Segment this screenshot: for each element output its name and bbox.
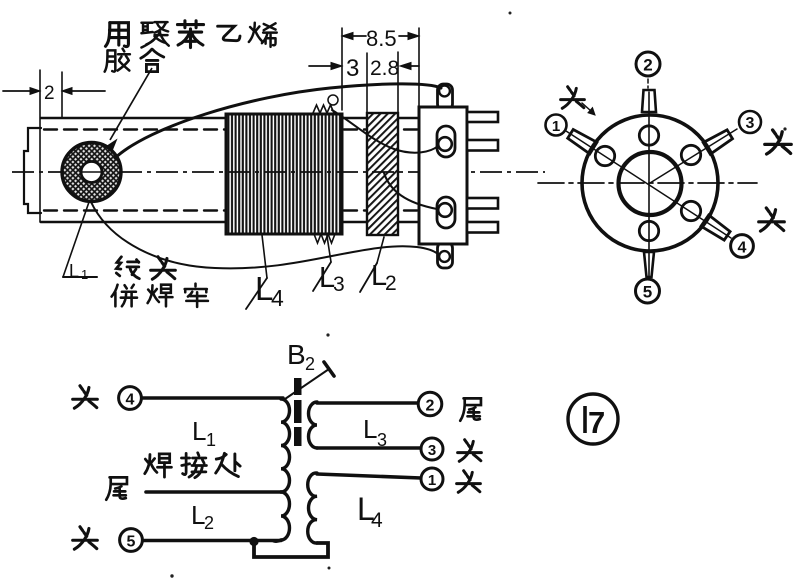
svg-text:L: L — [192, 416, 206, 446]
svg-text:L: L — [363, 414, 377, 444]
svg-text:B: B — [287, 339, 306, 370]
svg-text:4: 4 — [738, 240, 747, 257]
svg-text:L: L — [69, 261, 79, 281]
svg-text:3: 3 — [346, 55, 359, 82]
svg-text:L: L — [371, 260, 387, 292]
svg-text:3: 3 — [746, 115, 755, 132]
svg-text:3: 3 — [377, 430, 387, 450]
svg-text:2: 2 — [426, 398, 435, 415]
svg-text:7: 7 — [588, 405, 605, 440]
svg-text:2: 2 — [44, 83, 55, 104]
svg-text:L: L — [191, 500, 205, 530]
svg-text:5: 5 — [127, 534, 136, 551]
svg-text:5: 5 — [643, 283, 652, 302]
svg-text:2: 2 — [385, 272, 397, 295]
svg-text:3: 3 — [428, 442, 436, 459]
svg-text:L: L — [357, 491, 375, 527]
svg-text:2: 2 — [204, 513, 214, 533]
svg-text:4: 4 — [271, 285, 284, 311]
svg-text:L: L — [255, 270, 273, 307]
svg-text:L: L — [319, 262, 335, 294]
svg-text:8.5: 8.5 — [366, 26, 397, 51]
svg-text:3: 3 — [333, 273, 345, 296]
svg-text:2: 2 — [305, 354, 315, 374]
svg-text:4: 4 — [371, 509, 383, 532]
svg-text:1: 1 — [552, 118, 560, 135]
svg-text:4: 4 — [126, 392, 135, 409]
svg-text:1: 1 — [206, 430, 216, 450]
svg-text:2: 2 — [643, 56, 652, 75]
svg-text:1: 1 — [428, 472, 436, 489]
svg-text:2.8: 2.8 — [370, 57, 399, 80]
svg-text:1: 1 — [81, 267, 88, 282]
